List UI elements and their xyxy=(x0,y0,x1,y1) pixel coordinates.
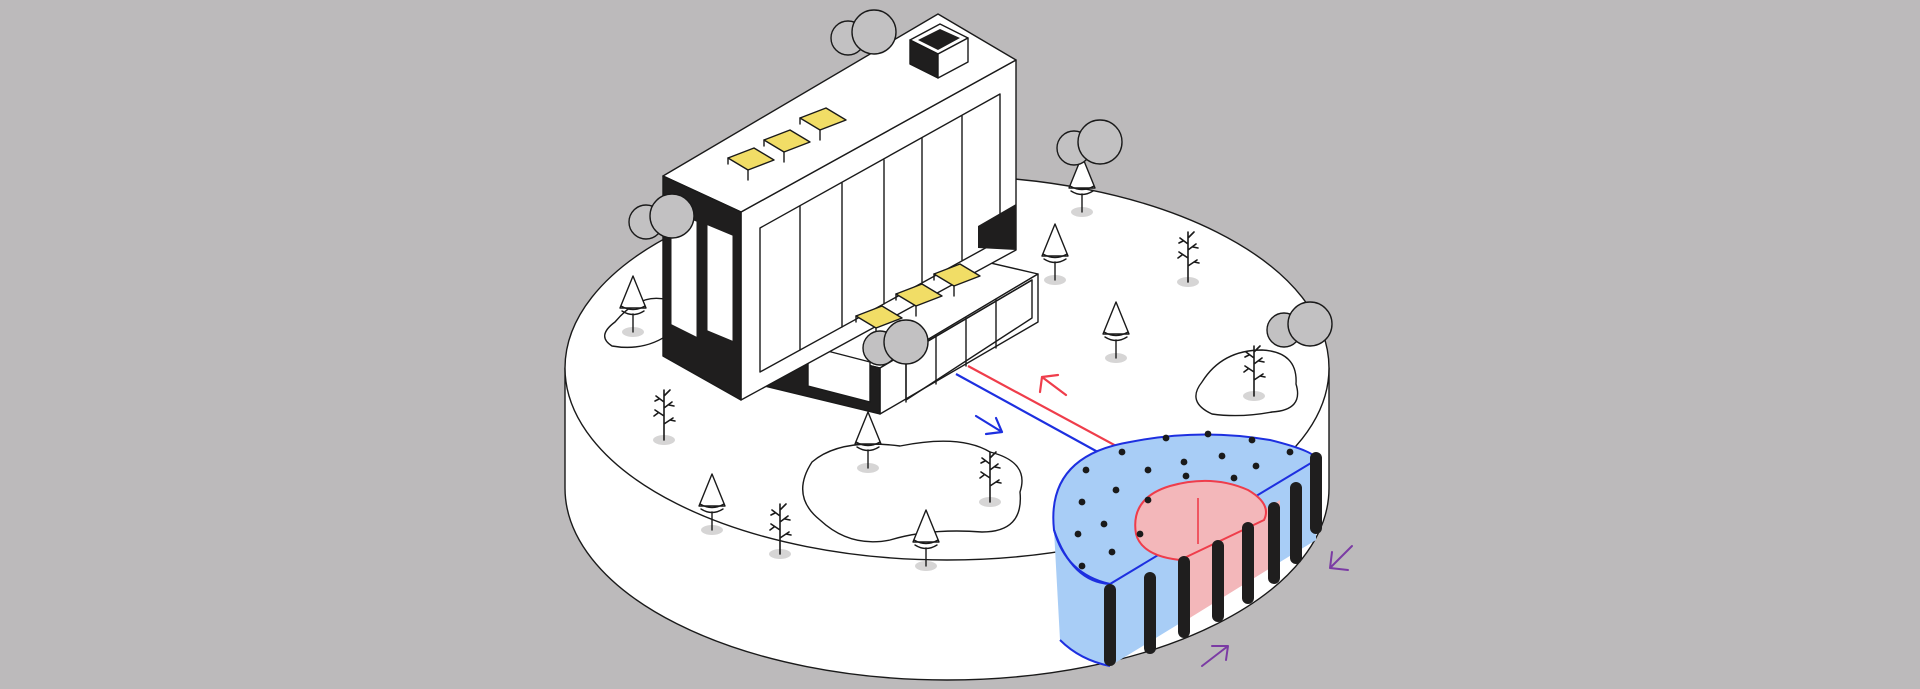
flow-arrow-icon xyxy=(974,414,1004,436)
cloud-icon xyxy=(628,193,695,240)
building-icon xyxy=(662,13,1039,415)
garden-outlines xyxy=(604,297,1299,543)
borehole-pile-icon xyxy=(1144,572,1156,654)
borehole-field xyxy=(1052,430,1353,667)
borehole-pile-icon xyxy=(1104,584,1116,666)
cloud-icon xyxy=(1056,119,1123,166)
cloud-icon xyxy=(830,9,897,56)
borehole-pile-icon xyxy=(1310,452,1322,534)
flow-arrow-icon xyxy=(1329,545,1353,571)
borehole-pile-icon xyxy=(1178,556,1190,638)
flow-arrow-icon xyxy=(1201,645,1229,667)
borehole-pile-icon xyxy=(1242,522,1254,604)
borehole-pile-icon xyxy=(1212,540,1224,622)
borehole-pile-icon xyxy=(1290,482,1302,564)
borehole-pile-icon xyxy=(1268,502,1280,584)
flow-arrow-icon xyxy=(1038,373,1068,397)
